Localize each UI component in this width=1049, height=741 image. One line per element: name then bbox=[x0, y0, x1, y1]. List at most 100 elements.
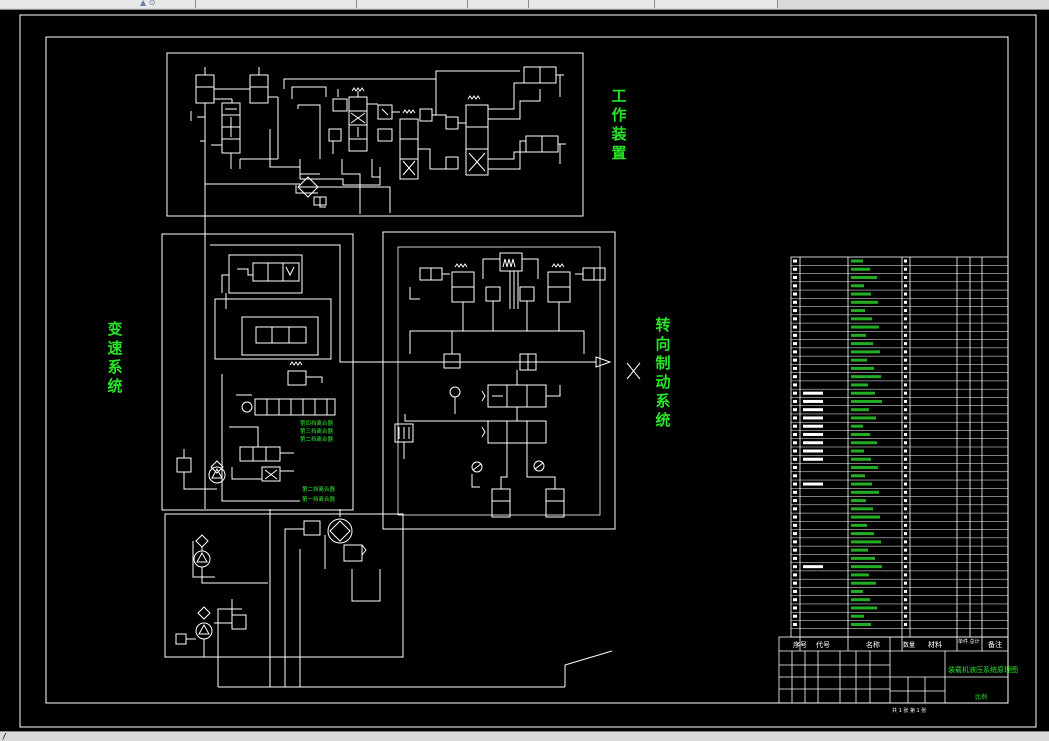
bom-name-mark bbox=[851, 532, 874, 536]
bom-seq-mark bbox=[793, 300, 797, 304]
bom-name-mark bbox=[851, 350, 880, 354]
bom-seq-mark bbox=[793, 482, 797, 486]
bom-name-mark bbox=[851, 490, 879, 494]
bom-seq-mark bbox=[793, 284, 797, 288]
bom-qty-mark bbox=[904, 474, 907, 478]
bom-code-mark bbox=[803, 441, 823, 445]
bom-qty-mark bbox=[904, 284, 907, 288]
toolbar-segment[interactable] bbox=[196, 0, 357, 8]
bom-seq-mark bbox=[793, 292, 797, 296]
bom-seq-mark bbox=[793, 441, 797, 445]
scale-label: 比例 bbox=[975, 693, 987, 701]
bom-name-mark bbox=[851, 399, 882, 403]
bom-name-mark bbox=[851, 466, 878, 470]
bom-seq-mark bbox=[793, 309, 797, 313]
bom-seq-mark bbox=[793, 507, 797, 511]
bom-name-mark bbox=[851, 424, 863, 428]
bom-name-mark bbox=[851, 565, 882, 569]
toolbar-segment[interactable] bbox=[655, 0, 778, 8]
bom-seq-mark bbox=[793, 383, 797, 387]
bom-seq-mark bbox=[793, 399, 797, 403]
bom-qty-mark bbox=[904, 300, 907, 304]
valve-note-4th: 第四挡离合器 bbox=[300, 421, 334, 427]
bom-name-mark bbox=[851, 449, 864, 453]
bom-seq-mark bbox=[793, 589, 797, 593]
bom-seq-mark bbox=[793, 375, 797, 379]
bom-name-mark bbox=[851, 267, 870, 271]
bom-qty-mark bbox=[904, 606, 907, 610]
bom-header-qty: 数量 bbox=[903, 641, 915, 649]
bom-seq-mark bbox=[793, 523, 797, 527]
bom-name-mark bbox=[851, 416, 876, 420]
work-device-box bbox=[166, 52, 584, 217]
toolbar-segment[interactable] bbox=[468, 0, 529, 8]
bom-name-mark bbox=[851, 333, 866, 337]
bom-qty-mark bbox=[904, 366, 907, 370]
app-title-strip: ▲ ⊙ bbox=[0, 0, 1049, 10]
bom-qty-mark bbox=[904, 523, 907, 527]
bom-seq-mark bbox=[793, 614, 797, 618]
bom-qty-mark bbox=[904, 399, 907, 403]
toolbar-segment[interactable]: ▲ ⊙ bbox=[0, 0, 196, 8]
toolbar-segment[interactable] bbox=[529, 0, 655, 8]
bom-name-mark bbox=[851, 581, 876, 585]
bom-seq-mark bbox=[793, 358, 797, 362]
bom-seq-mark bbox=[793, 325, 797, 329]
bom-name-mark bbox=[851, 499, 866, 503]
bom-qty-mark bbox=[904, 383, 907, 387]
valve-note-2nd: 第二挡离合器 bbox=[300, 437, 334, 443]
bom-seq-mark bbox=[793, 532, 797, 536]
bom-name-mark bbox=[851, 614, 864, 618]
bom-code-mark bbox=[803, 432, 823, 436]
cursor-glyph-icon: / bbox=[2, 732, 7, 741]
bom-seq-mark bbox=[793, 581, 797, 585]
bom-seq-mark bbox=[793, 474, 797, 478]
bom-name-mark bbox=[851, 259, 863, 263]
bom-seq-mark bbox=[793, 466, 797, 470]
bom-qty-mark bbox=[904, 441, 907, 445]
toolbar-segment[interactable] bbox=[357, 0, 468, 8]
drawing-canvas[interactable]: 序号 代号 名称 数量 材料 单件 总计 备注 装载机液压系统原理图 比例 共 … bbox=[0, 9, 1049, 731]
bom-qty-mark bbox=[904, 589, 907, 593]
bom-name-mark bbox=[851, 300, 878, 304]
bom-qty-mark bbox=[904, 317, 907, 321]
bom-name-mark bbox=[851, 606, 877, 610]
bom-qty-mark bbox=[904, 408, 907, 412]
transmission-box bbox=[161, 233, 354, 511]
bom-seq-mark bbox=[793, 408, 797, 412]
bom-name-mark bbox=[851, 556, 875, 560]
transmission-label: 变速系统 bbox=[107, 320, 123, 395]
bom-qty-mark bbox=[904, 375, 907, 379]
work-device-circuit bbox=[190, 66, 566, 245]
bom-qty-mark bbox=[904, 466, 907, 470]
bom-header-code: 代号 bbox=[816, 640, 830, 649]
bom-qty-mark bbox=[904, 432, 907, 436]
bom-seq-mark bbox=[793, 548, 797, 552]
bom-seq-mark bbox=[793, 259, 797, 263]
bom-name-mark bbox=[851, 317, 872, 321]
bom-name-mark bbox=[851, 366, 874, 370]
valve-note-1st: 第一挡离合器 bbox=[302, 497, 336, 503]
bom-qty-mark bbox=[904, 598, 907, 602]
bom-qty-mark bbox=[904, 490, 907, 494]
bom-name-mark bbox=[851, 482, 872, 486]
bom-qty-mark bbox=[904, 515, 907, 519]
bom-seq-mark bbox=[793, 499, 797, 503]
bom-seq-mark bbox=[793, 556, 797, 560]
bom-qty-mark bbox=[904, 573, 907, 577]
bom-name-mark bbox=[851, 342, 873, 346]
bom-name-mark bbox=[851, 408, 869, 412]
bom-seq-mark bbox=[793, 573, 797, 577]
bom-qty-mark bbox=[904, 499, 907, 503]
bom-code-mark bbox=[803, 482, 823, 486]
bom-qty-mark bbox=[904, 556, 907, 560]
bom-qty-mark bbox=[904, 267, 907, 271]
bom-code-mark bbox=[803, 408, 823, 412]
toolbar-icons[interactable]: ▲ ⊙ bbox=[140, 0, 156, 7]
bom-seq-mark bbox=[793, 317, 797, 321]
bom-qty-mark bbox=[904, 540, 907, 544]
bom-code-mark bbox=[803, 565, 823, 569]
bom-qty-mark bbox=[904, 482, 907, 486]
bom-qty-mark bbox=[904, 581, 907, 585]
bom-seq-mark bbox=[793, 276, 797, 280]
